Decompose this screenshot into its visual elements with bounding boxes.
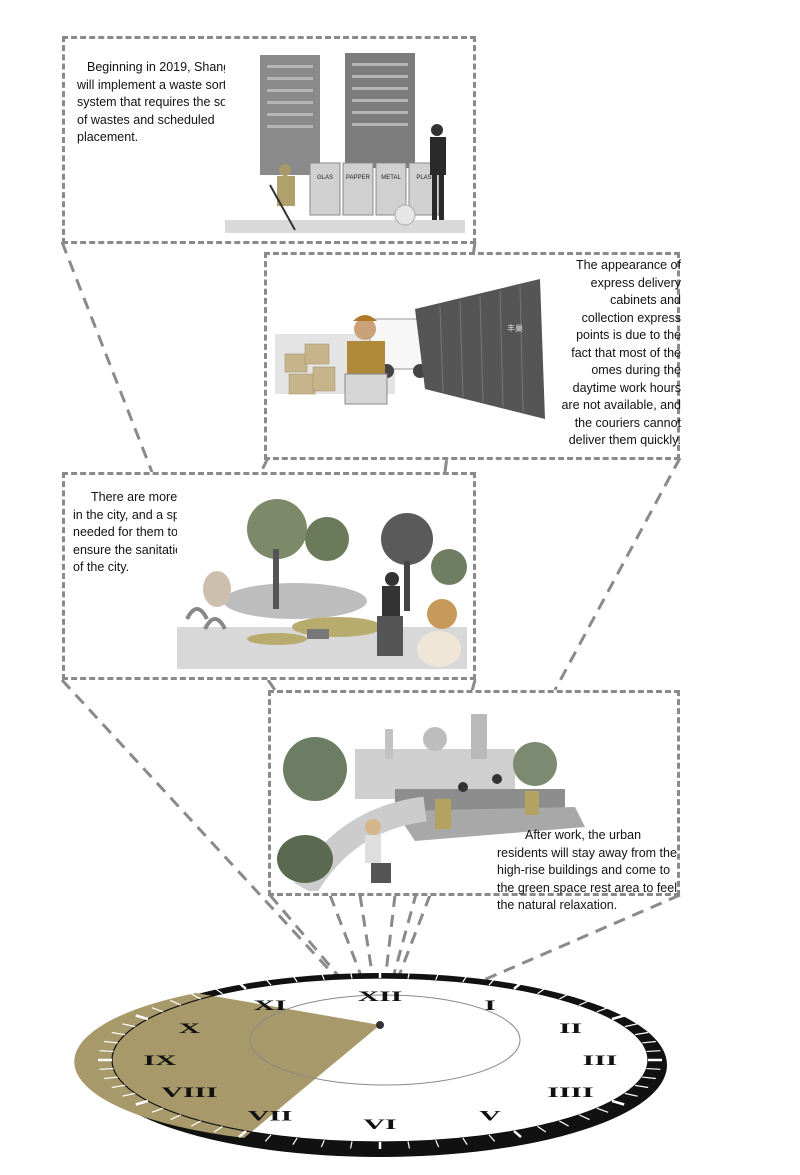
bin-label-metal: METAL [381, 175, 401, 181]
panel-express-delivery: 丰巢 The appearance of express delivery ca… [264, 252, 681, 460]
panel-waste-sorting: Beginning in 2019, Shanghai will impleme… [62, 36, 476, 244]
bin-label-plastic: PLAS [416, 175, 431, 181]
locker-brand-label: 丰巢 [507, 323, 523, 333]
pet-park-illustration [177, 489, 467, 669]
bin-label-glass: GLAS [317, 175, 333, 181]
waste-sorting-caption: Beginning in 2019, Shanghai will impleme… [77, 60, 252, 144]
green-rest-illustration [275, 709, 597, 891]
bin-label-paper: PAPPER [346, 175, 371, 181]
express-delivery-illustration: 丰巢 [275, 279, 555, 447]
express-delivery-caption: The appearance of express delivery cabin… [561, 258, 681, 447]
green-rest-caption: After work, the urban residents will sta… [497, 828, 677, 912]
waste-sorting-illustration: GLAS PAPPER METAL PLAS [225, 45, 465, 233]
panel-pet-park: There are more and more pets in the city… [62, 472, 476, 680]
panel-green-rest: After work, the urban residents will sta… [268, 690, 680, 912]
